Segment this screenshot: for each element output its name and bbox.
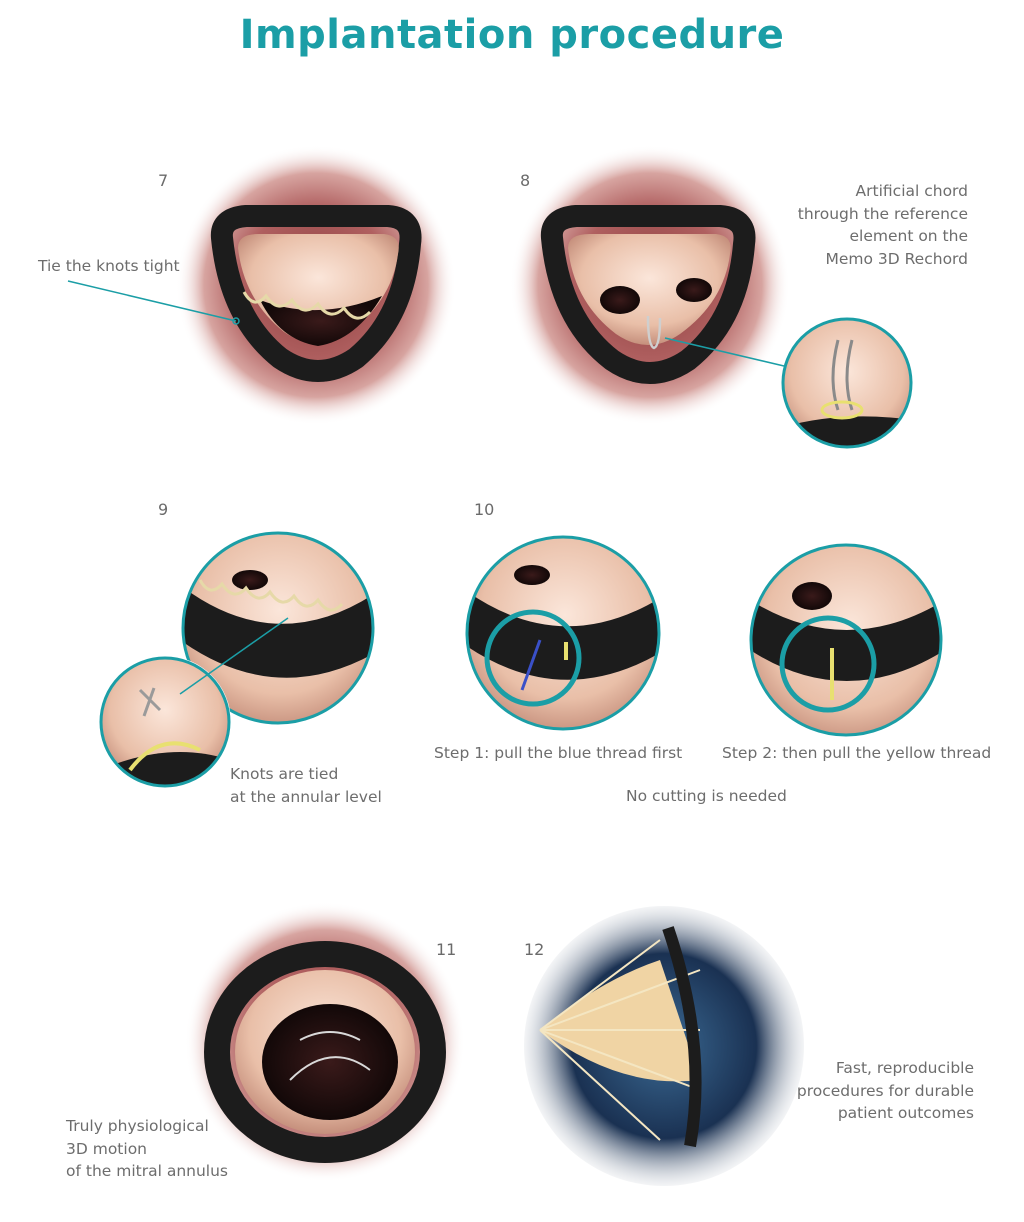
caption-step10-step2: Step 2: then pull the yellow thread (722, 744, 992, 762)
caption-step10-note: No cutting is needed (626, 787, 787, 805)
step-number-12: 12 (524, 940, 545, 959)
step-number-10: 10 (474, 500, 495, 519)
step7-illustration (176, 145, 456, 425)
step-number-8: 8 (520, 171, 531, 190)
step8-illustration (510, 145, 790, 425)
caption-step9: Knots are tied at the annular level (230, 765, 382, 806)
page-title: Implantation procedure (239, 12, 785, 58)
step12-illustration (524, 906, 804, 1186)
caption-step12: Fast, reproducible procedures for durabl… (796, 1059, 974, 1122)
caption-step11: Truly physiological 3D motion of the mit… (66, 1117, 228, 1180)
step-number-11: 11 (436, 940, 457, 959)
caption-step10-step1: Step 1: pull the blue thread first (434, 744, 683, 762)
caption-step7: Tie the knots tight (38, 257, 180, 275)
step-number-7: 7 (158, 171, 169, 190)
step8-zoom-inset (781, 317, 913, 449)
step11-illustration (185, 902, 465, 1182)
step10-illustration-yellow (749, 543, 943, 737)
step10-illustration-blue (465, 535, 661, 731)
caption-step8: Artificial chord through the reference e… (797, 182, 968, 268)
step9-zoom-inset (99, 656, 231, 788)
step-number-9: 9 (158, 500, 169, 519)
